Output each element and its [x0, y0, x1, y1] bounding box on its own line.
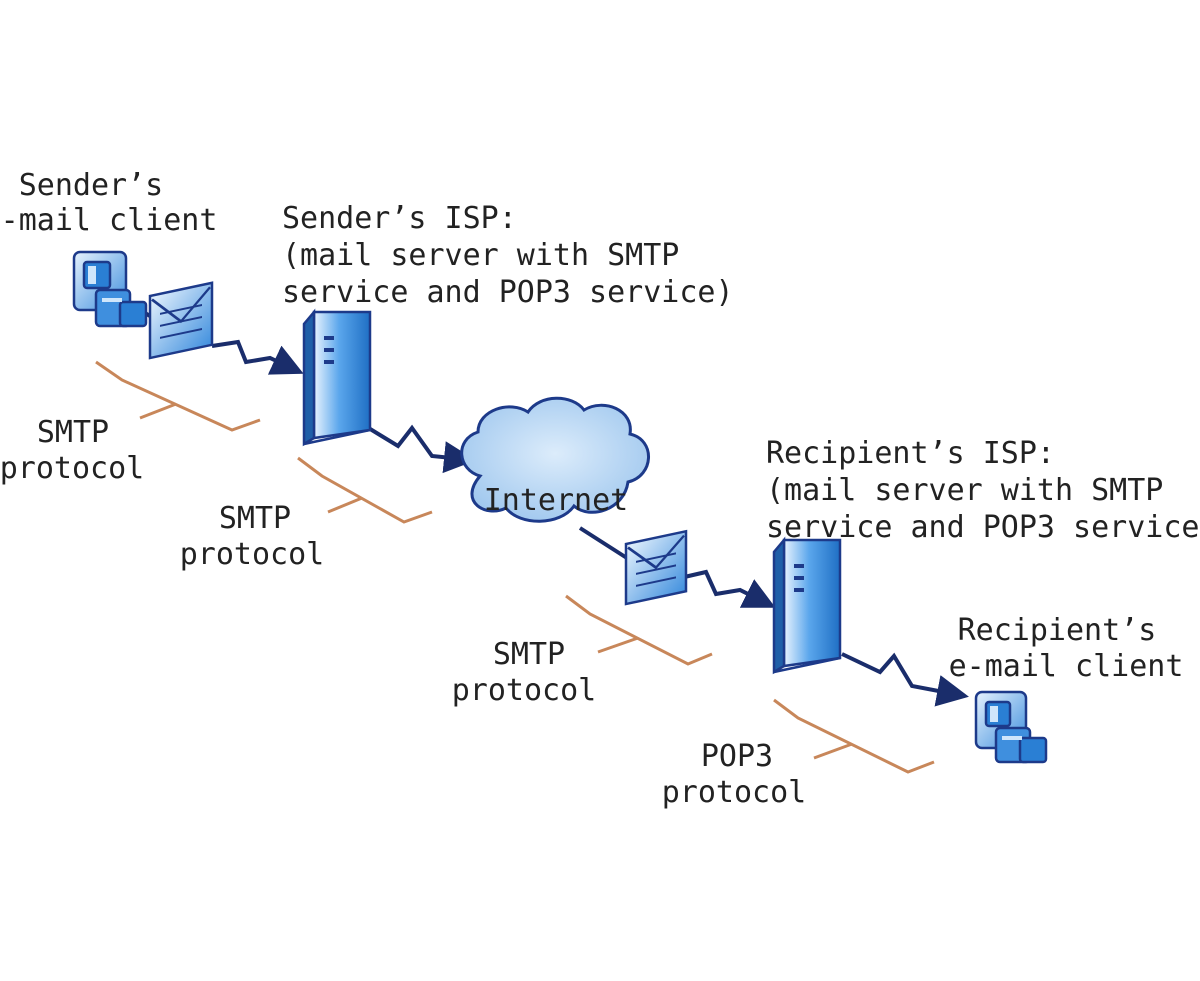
server-icon — [772, 536, 842, 675]
sender-client-label: Sender’s e-mail client — [0, 168, 217, 238]
sender-isp-label: Sender’s ISP: (mail server with SMTP ser… — [282, 201, 734, 310]
recipient-isp-label: Recipient’s ISP: (mail server with SMTP … — [766, 436, 1200, 545]
protocol-brace-1 — [95, 360, 261, 432]
protocol-brace-3 — [565, 594, 713, 666]
server-icon — [302, 308, 372, 447]
envelope-icon — [148, 281, 214, 360]
protocol-brace-4 — [773, 698, 935, 774]
link-envelope-to-sender-server — [211, 339, 304, 375]
computer-icon — [974, 690, 1048, 764]
protocol-label-3: SMTP protocol — [452, 637, 597, 708]
protocol-label-2: SMTP protocol — [180, 501, 325, 572]
link-envelope-to-recipient-server — [679, 569, 776, 608]
envelope-icon — [624, 529, 688, 606]
link-internet-to-envelope — [578, 526, 632, 562]
link-sender-server-to-internet — [360, 422, 476, 474]
link-recipient-server-to-client — [841, 652, 969, 707]
computer-icon — [72, 250, 148, 328]
protocol-label-1: SMTP protocol — [0, 415, 144, 486]
cloud-icon — [460, 396, 650, 523]
protocol-label-4: POP3 protocol — [662, 739, 807, 810]
internet-label: Internet — [484, 483, 629, 518]
recipient-client-label: Recipient’s e-mail client — [949, 613, 1184, 684]
protocol-brace-2 — [297, 456, 433, 524]
